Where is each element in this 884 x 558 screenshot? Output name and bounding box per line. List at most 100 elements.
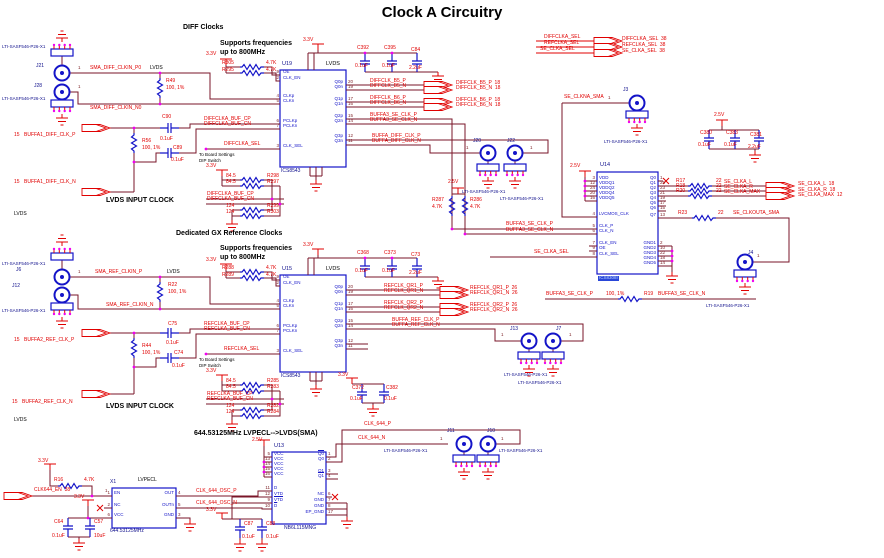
u19_pins-q0n: Q0n [334,84,343,89]
u14_area-j4: J4 [748,250,754,256]
u13_area-13: 13 [264,456,270,461]
u15_pins-oe: OE [283,274,290,279]
u14_area-22: 22 [716,188,722,194]
u13_area-0.1uf: 0.1uF [242,534,255,540]
u14_pins-1: 1 [660,175,663,180]
u15_pins-20: 20 [348,284,354,289]
top_left-j28: J28 [34,83,43,89]
u19_area-4.7k: 4.7K [266,60,277,66]
top_left-buffa1-diff-clk-p: BUFFA1_DIFF_CLK_P [24,132,76,138]
u13_area-12: 12 [264,491,270,496]
u14_pins-q3: Q3 [649,190,656,195]
u14_area-c383: C383 [726,130,738,136]
u15_pins-q2p: Q2p [334,318,343,323]
u15_area-124: 124 [226,409,235,415]
osc_area-out: OUT [164,490,175,495]
osc_area-4.7k: 4.7K [84,477,95,483]
u14_area-se-clkouta-sma: SE_CLKOUTA_SMA [733,210,780,216]
u15_pins-q1p: Q1p [334,301,343,306]
u19_area-r297: R297 [267,179,279,185]
u14_pins-clk-en: CLK_EN [599,240,617,245]
u15_area-r282: R282 [267,403,279,409]
u14_pins-vdd: VDD [599,175,609,180]
u13_area-1: 1 [328,451,331,456]
u14_pins-q5: Q5 [649,200,656,205]
u15_area-4.7k: 4.7K [266,272,277,278]
mid_out-refclk-qr1-n-26: REFCLK_QR1_N 26 [470,290,518,296]
mid_out-refclk-qr1-p: REFCLK_QR1_P [384,283,423,289]
u13_area-7: 7 [328,497,331,502]
u19_area-2.2uf: 2.2uF [409,65,422,71]
u13_area-gnd: GND [314,503,324,508]
u13_area-9: 9 [267,497,270,502]
u13_area-vcc: VCC [274,456,284,461]
u14_area-se-clka-r-18: SE_CLKA_R 18 [798,187,836,193]
u15_area-0.1uf: 0.1uF [382,268,395,274]
mid_left-lvds: LVDS [14,417,27,423]
sel_group-diffclka-sel-38: DIFFCLKA_SEL 38 [622,36,667,42]
u13_area-2: 2 [328,456,331,461]
chip-x1-oscillator [111,487,177,529]
u14_pins-23: 23 [660,185,666,190]
top_out-diffclk-b5-p: DIFFCLK_B5_P [370,78,406,84]
osc_area-3: 3 [178,512,181,517]
u14_pins-q6: Q6 [649,205,656,210]
mid_left-j12: J12 [12,283,21,289]
u15_pins-3: 3 [276,348,279,353]
u14_pins-6: 6 [592,228,595,233]
top_left-100-1%: 100, 1% [166,85,185,91]
u19_area-c395: C395 [384,45,396,51]
u14_pins-21: 21 [660,190,666,195]
u19_pins-clk-en: CLK_EN [283,75,301,80]
u14_pins-q1: Q1 [649,180,656,185]
u19_pins-19: 19 [348,84,354,89]
u15_pins-5: 5 [276,303,279,308]
mid_left-lvds-input-clock: LVDS INPUT CLOCK [106,403,174,410]
u15_area-up-to-800mhz: up to 800MHz [220,254,266,261]
u14_area-se-clka-sel: SE_CLKA_SEL [534,249,569,255]
u15_pins-19: 19 [348,289,354,294]
mid_left-c74: C74 [174,350,184,356]
u15_area-124: 124 [226,403,235,409]
u14_pins-19: 19 [660,195,666,200]
u19_pins-clkp: CLKp [283,93,295,98]
mid_left-0.1uf: 0.1uF [166,340,179,346]
sel_group-se-clka-sel-38: SE_CLKA_SEL 38 [622,48,665,54]
u15_area-c73: C73 [411,252,421,258]
u15_area-0.1uf: 0.1uF [350,396,363,402]
u14_pins-vddq4: VDDQ4 [599,190,615,195]
bottom_out-1: 1 [501,436,504,441]
u14_pins-q4: Q4 [649,195,656,200]
u14_area-se-clka-l: SE_CLKA_L [724,179,753,185]
wires-bottom-section [32,429,521,540]
u13_area-vtd: VTD [274,497,283,502]
u19_area-r295: R295 [222,67,234,73]
u15_area-refclka-sel: REFCLKA_SEL [224,346,260,352]
mid_out-refclk-qr1-n: REFCLK_QR1_N [384,288,424,294]
jpair_top-buffa3-se-clk-n: BUFFA3_SE_CLK_N [506,227,554,233]
u13_area-vcc: VCC [274,451,284,456]
u19_area-supports-frequencies: Supports frequencies [220,40,292,47]
mid_out-buffa-ref-clk-n: BUFFA_REF_CLK_N [392,322,440,328]
top_left-lvds: LVDS [14,211,27,217]
u15_pins-2: 2 [276,280,279,285]
u19_pins-7: 7 [276,123,279,128]
u15_pins-11: 11 [348,343,353,348]
jpair_top-1: 1 [530,145,533,150]
osc_area-6: 6 [107,512,110,517]
u15_area-3.3v: 3.3V [303,242,314,248]
page-title: Clock A Circuitry [381,4,503,21]
junction-dots [86,51,674,520]
u15_area-ics8543: ICS8543 [281,373,301,379]
jpair_top-4.7k: 4.7K [470,204,481,210]
osc_area-en: EN [114,490,121,495]
mid_out-refclk-qr2-n: REFCLK_QR2_N [384,305,424,311]
top_out-diffclk-b5-p-18: DIFFCLK_B5_P 18 [456,80,501,86]
u19_pins-q2n: Q2n [334,118,343,123]
top_left-r49: R49 [166,78,176,84]
sel_group-se-clkna-sma: SE_CLKNA_SMA [564,94,604,100]
mid_left-sma-ref-clkin-n: SMA_REF_CLKIN_N [106,302,154,308]
mid_out-lti-sasf546-p26-x1: LTI-SASF546-P26-X1 [504,372,548,377]
u14_area-1: 1 [757,253,760,258]
jpair_top-buffa3-se-clk-p: BUFFA3_SE_CLK_P [506,221,553,227]
